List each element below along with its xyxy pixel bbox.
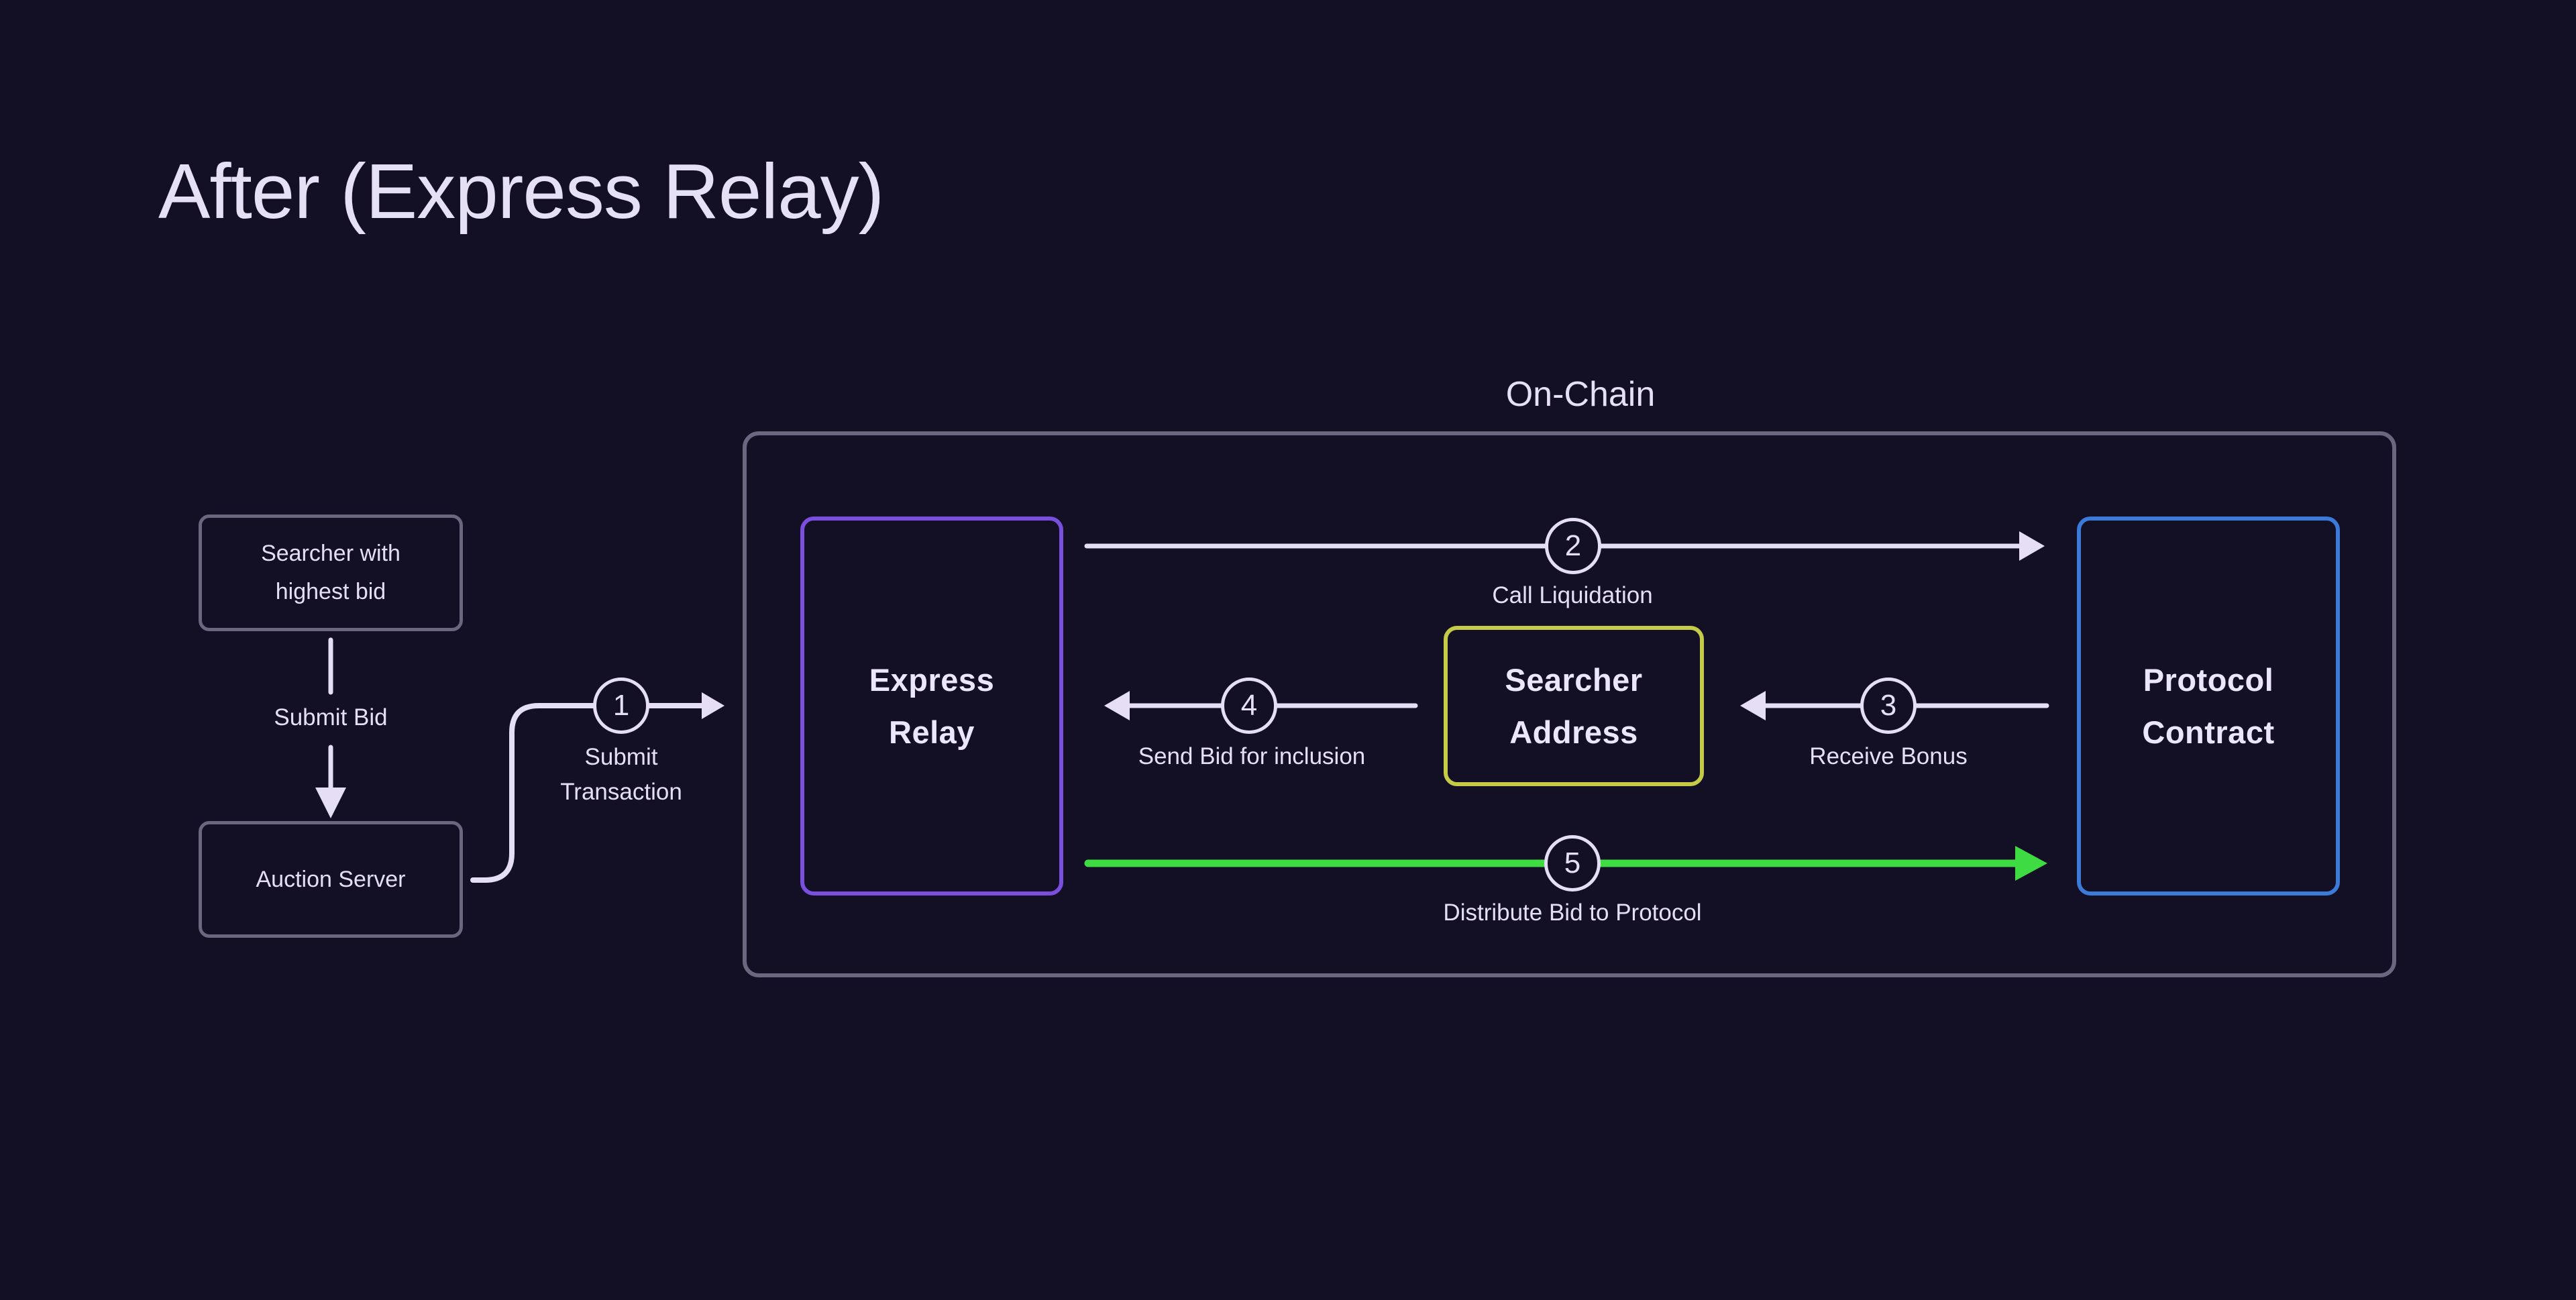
node-protocol-contract-line2: Contract xyxy=(2142,714,2275,750)
step-badge-2: 2 xyxy=(1545,518,1601,574)
node-express-relay-line1: Express xyxy=(869,661,995,698)
node-searcher-with-highest-bid-line1: Searcher with xyxy=(261,541,400,566)
node-searcher-address-line1: Searcher xyxy=(1505,661,1643,698)
node-searcher-with-highest-bid-line2: highest bid xyxy=(275,579,386,604)
page-title: After (Express Relay) xyxy=(158,148,884,235)
edge-label-send-bid-for-inclusion: Send Bid for inclusion xyxy=(1138,743,1366,769)
step-badge-1: 1 xyxy=(593,678,649,734)
edge-label-receive-bonus: Receive Bonus xyxy=(1809,743,1968,769)
onchain-container-box xyxy=(743,431,2396,977)
edge-label-submit-transaction-line2: Transaction xyxy=(560,779,682,805)
arrowhead-down-icon xyxy=(315,788,346,818)
step-badge-1-number: 1 xyxy=(612,689,630,722)
node-express-relay: Express Relay xyxy=(800,517,1063,896)
step-badge-2-number: 2 xyxy=(1564,529,1582,562)
edge-label-submit-transaction-line1: Submit xyxy=(584,744,658,770)
node-protocol-contract-line1: Protocol xyxy=(2143,661,2274,698)
step-badge-4: 4 xyxy=(1221,678,1277,734)
step-badge-3: 3 xyxy=(1860,678,1917,734)
edge-label-submit-bid: Submit Bid xyxy=(274,704,388,730)
node-searcher-address-line2: Address xyxy=(1509,714,1638,750)
edge-label-distribute-bid-to-protocol: Distribute Bid to Protocol xyxy=(1443,900,1702,926)
step-badge-5-number: 5 xyxy=(1564,847,1581,879)
step-badge-4-number: 4 xyxy=(1240,689,1258,722)
edge-label-submit-transaction: Submit Transaction xyxy=(560,740,682,810)
step-badge-5: 5 xyxy=(1544,835,1601,891)
node-express-relay-line2: Relay xyxy=(889,714,975,750)
arrowhead-step1-right-icon xyxy=(702,692,724,719)
node-auction-server-label: Auction Server xyxy=(256,866,406,892)
step-badge-3-number: 3 xyxy=(1880,689,1897,722)
node-protocol-contract: Protocol Contract xyxy=(2077,517,2340,896)
onchain-group-label: On-Chain xyxy=(1505,375,1656,414)
node-searcher-address: Searcher Address xyxy=(1444,626,1704,786)
node-searcher-with-highest-bid: Searcher with highest bid xyxy=(199,514,463,631)
edge-label-call-liquidation: Call Liquidation xyxy=(1492,582,1653,608)
node-auction-server: Auction Server xyxy=(199,821,463,938)
